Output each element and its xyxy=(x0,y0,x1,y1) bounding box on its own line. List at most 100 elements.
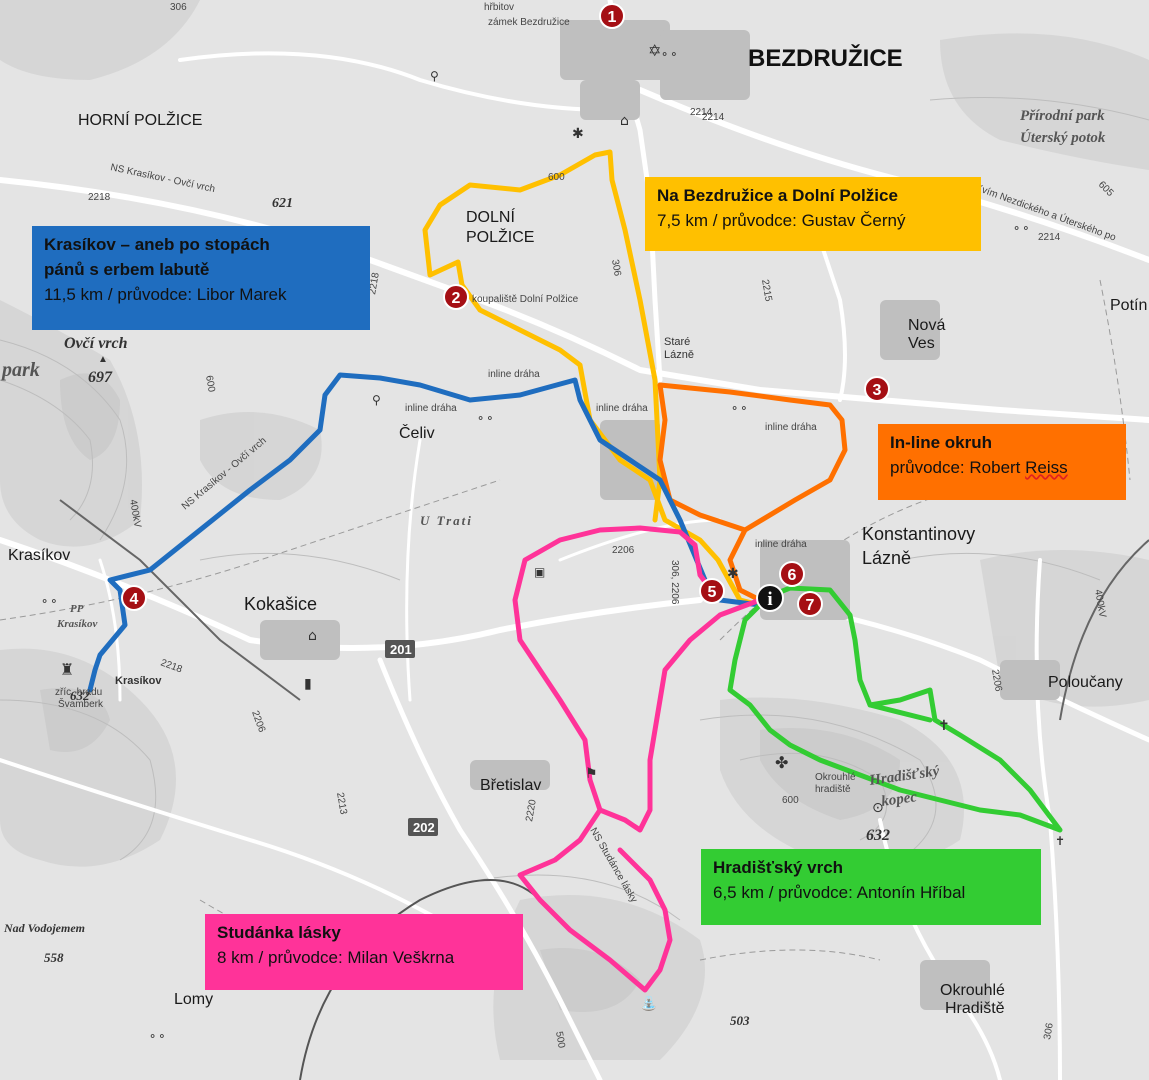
cross-icon: ✝ xyxy=(938,718,950,734)
route-pink xyxy=(512,525,763,993)
label-p632e: 632 xyxy=(866,827,890,844)
road-500: 500 xyxy=(553,1031,567,1050)
label-p632w: 632 xyxy=(70,688,90,703)
label-stare-lazne-2: Lázně xyxy=(664,349,694,361)
infobox-bezdruzice-subtitle: 7,5 km / průvodce: Gustav Černý xyxy=(657,211,906,230)
road-2214a: 2214 xyxy=(690,107,713,118)
route-marker-6[interactable]: 6 xyxy=(779,561,805,587)
label-ovci-vrch: Ovčí vrch xyxy=(64,335,128,352)
route-marker-1[interactable]: 1 xyxy=(599,3,625,29)
label-nad-vodojemem: Nad Vodojemem xyxy=(3,921,85,935)
label-p621: 621 xyxy=(272,196,293,211)
label-konstantinovy-1: Konstantinovy xyxy=(862,524,975,544)
road-201: 201 xyxy=(390,642,412,657)
label-pp-1: PP xyxy=(70,603,84,615)
infobox-bezdruzice[interactable]: Na Bezdružice a Dolní Polžice 7,5 km / p… xyxy=(645,177,981,251)
label-dolni-polzice-2: POLŽICE xyxy=(466,227,534,246)
label-kokasice: Kokašice xyxy=(244,594,317,614)
bike-icon-6: ⚬⚬ xyxy=(40,595,58,608)
bike-icon-7: ⚬⚬ xyxy=(148,1030,166,1043)
route-marker-4-label: 4 xyxy=(130,591,139,608)
spa-star-icon: ✱ xyxy=(727,566,739,582)
label-u-trati: U Trati xyxy=(420,513,473,528)
label-celiv: Čeliv xyxy=(399,423,435,442)
infobox-hradistsky[interactable]: Hradišťský vrch 6,5 km / průvodce: Anton… xyxy=(701,849,1041,925)
route-marker-5[interactable]: 5 xyxy=(699,578,725,604)
label-okrouhle-2: Hradiště xyxy=(945,1000,1005,1017)
infobox-hradistsky-subtitle: 6,5 km / průvodce: Antonín Hříbal xyxy=(713,883,966,902)
road-2214c: 2214 xyxy=(702,112,725,123)
route-marker-3[interactable]: 3 xyxy=(864,376,890,402)
route-marker-7[interactable]: 7 xyxy=(797,591,823,617)
route-orange xyxy=(657,382,848,603)
bike-icon-5: ⚬⚬ xyxy=(660,48,678,61)
infobox-krasikov-subtitle: 11,5 km / průvodce: Libor Marek xyxy=(44,285,287,304)
route-marker-group: 1 2 3 4 5 6 7 i xyxy=(121,3,890,617)
infobox-inline-title: In-line okruh xyxy=(890,433,992,452)
road-2214b: 2214 xyxy=(1038,232,1061,243)
label-inline-3: inline dráha xyxy=(596,403,648,414)
label-koupaliste: koupaliště Dolní Polžice xyxy=(472,294,579,305)
road-306c: 306 xyxy=(1042,1022,1056,1041)
infobox-krasikov[interactable]: Krasíkov – aneb po stopách pánů s erbem … xyxy=(32,226,370,330)
label-ovci-elev: 697 xyxy=(88,369,113,386)
infobox-studanka-title: Studánka lásky xyxy=(217,923,341,942)
label-zric-2: Švamberk xyxy=(58,697,104,710)
road-306b: 306 xyxy=(609,259,623,278)
label-stare-lazne-1: Staré xyxy=(664,336,690,348)
route-marker-2[interactable]: 2 xyxy=(443,284,469,310)
infobox-krasikov-title-1: Krasíkov – aneb po stopách xyxy=(44,235,270,254)
infobox-hradistsky-title: Hradišťský vrch xyxy=(713,858,844,877)
label-inline-1: inline dráha xyxy=(488,369,540,380)
route-marker-6-label: 6 xyxy=(788,567,797,584)
hillfort-icon: ✤ xyxy=(775,753,788,772)
bike-icon-1: ⚲ xyxy=(430,69,439,83)
cross-icon-2: ✝ xyxy=(1055,834,1065,848)
fuel-icon: ▮ xyxy=(304,676,312,692)
spring-icon: ⛲ xyxy=(640,995,657,1012)
route-marker-7-label: 7 xyxy=(806,597,815,614)
sight-star-icon: ✱ xyxy=(572,126,584,142)
road-400kv-2: 400kV xyxy=(1092,589,1108,619)
label-inline-5: inline dráha xyxy=(755,539,807,550)
infobox-inline-subtitle-name: Reiss xyxy=(1025,458,1068,477)
label-bezdruzice: BEZDRUŽICE xyxy=(748,44,903,72)
route-green xyxy=(727,585,1063,833)
road-202: 202 xyxy=(413,820,435,835)
label-nova-ves-2: Ves xyxy=(908,335,935,352)
infobox-studanka[interactable]: Studánka lásky 8 km / průvodce: Milan Ve… xyxy=(205,914,523,990)
label-zric-1: zříc. hradu xyxy=(55,687,102,698)
info-marker[interactable]: i xyxy=(756,584,784,612)
label-krasikov-castle: Krasíkov xyxy=(115,675,162,687)
label-prirodni-1: Přírodní park xyxy=(1020,108,1105,124)
label-horni-polzice: HORNÍ POLŽICE xyxy=(78,110,202,129)
infobox-bezdruzice-title: Na Bezdružice a Dolní Polžice xyxy=(657,186,898,205)
railway xyxy=(59,499,1149,721)
label-park: park xyxy=(0,359,40,381)
label-okrouhle-1: Okrouhlé xyxy=(940,982,1005,999)
label-inline-4: inline dráha xyxy=(765,422,817,433)
road-2218a: 2218 xyxy=(88,192,111,203)
route-marker-1-label: 1 xyxy=(608,9,617,26)
road-600b: 600 xyxy=(203,375,217,394)
infobox-inline-subtitle-text: průvodce: Robert xyxy=(890,458,1026,477)
road-2218b: 2218 xyxy=(367,271,382,295)
infobox-krasikov-title-2: pánů s erbem labutě xyxy=(44,260,210,279)
label-zamek: zámek Bezdružice xyxy=(488,17,570,28)
route-marker-3-label: 3 xyxy=(873,382,882,399)
label-hrbitov: hřbitov xyxy=(484,2,514,13)
road-400kv: 400kV xyxy=(127,499,143,529)
info-board-icon: ⚑ xyxy=(585,766,598,782)
road-2220: 2220 xyxy=(524,798,539,822)
stream xyxy=(299,879,541,1080)
infobox-inline[interactable]: In-line okruh průvodce: Robert Reiss xyxy=(878,424,1126,500)
road-shields: 201 202 xyxy=(385,640,438,836)
road-600a: 600 xyxy=(548,172,565,183)
route-marker-4[interactable]: 4 xyxy=(121,585,147,611)
label-hradistsky-2: kopec xyxy=(880,789,918,810)
label-inline-2: inline dráha xyxy=(405,403,457,414)
road-2206b: 2206 xyxy=(989,669,1004,693)
routes xyxy=(87,149,1063,993)
infobox-inline-subtitle: průvodce: Robert Reiss xyxy=(890,455,1114,480)
